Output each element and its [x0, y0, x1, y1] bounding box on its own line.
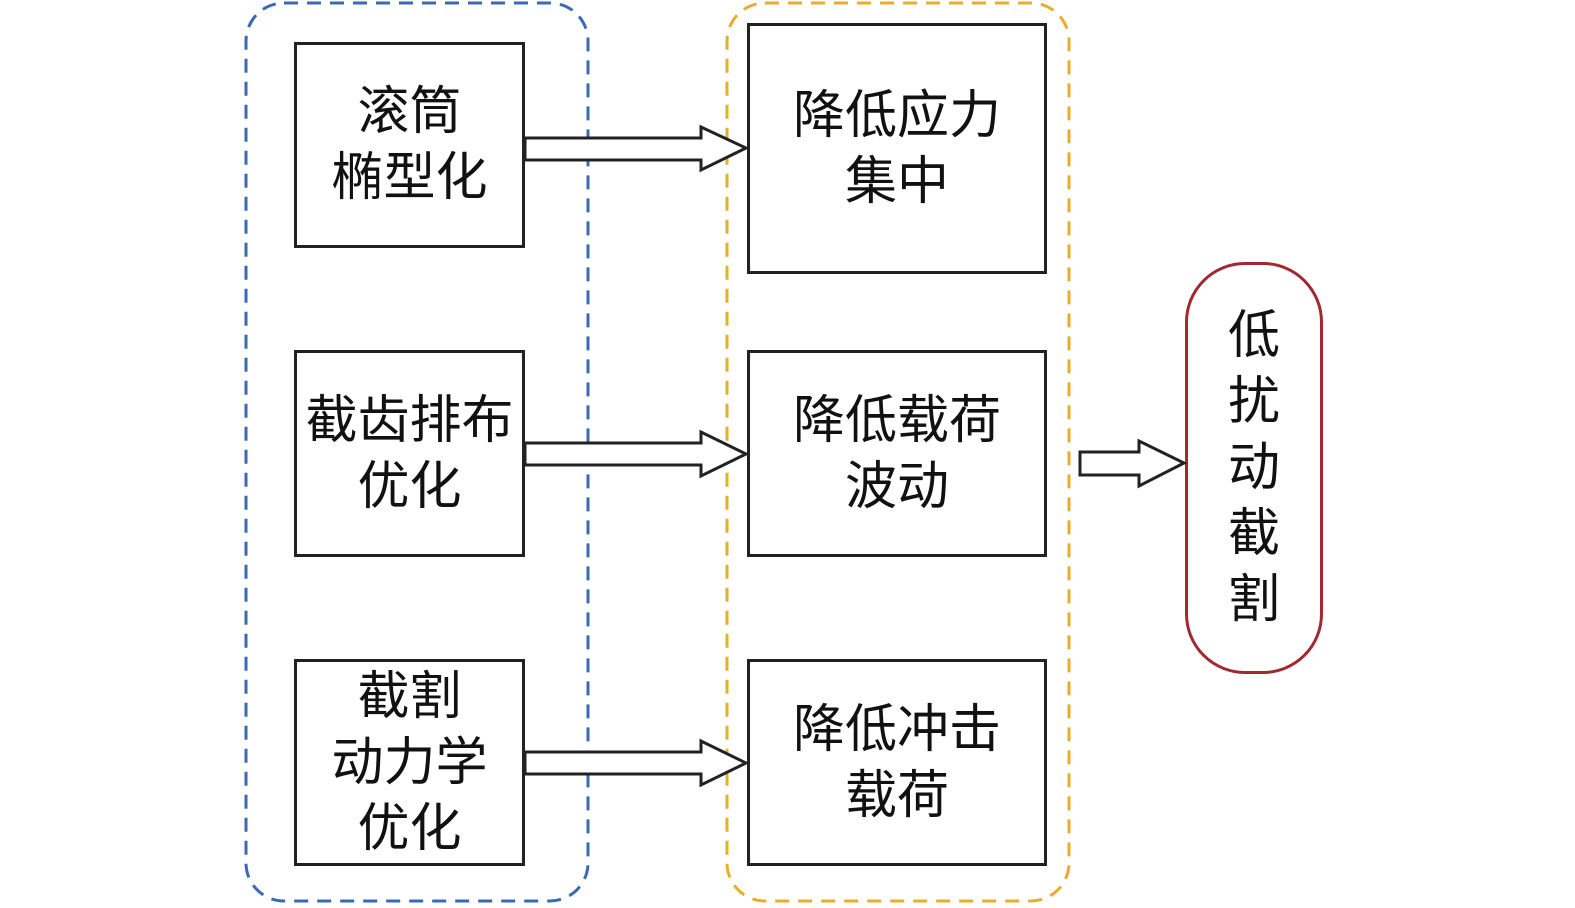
method-box-pick-layout: 截齿排布 优化 [294, 350, 525, 557]
effect-box-stress-concentration: 降低应力 集中 [747, 23, 1047, 274]
method-label: 滚筒 椭型化 [331, 82, 488, 208]
effect-box-load-fluctuation: 降低载荷 波动 [747, 350, 1047, 557]
method-label: 截割 动力学 优化 [331, 666, 488, 859]
effect-box-impact-load: 降低冲击 载荷 [747, 659, 1047, 866]
effect-label: 降低应力 集中 [792, 85, 1001, 212]
effect-label: 降低载荷 波动 [792, 390, 1001, 517]
method-box-drum-ellipse: 滚筒 椭型化 [294, 42, 525, 248]
method-label: 截齿排布 优化 [305, 390, 514, 517]
goal-label: 低扰动截割 [1227, 306, 1280, 630]
method-box-cutting-dynamics: 截割 动力学 优化 [294, 659, 525, 866]
goal-box-low-disturbance-cutting: 低扰动截割 [1185, 262, 1323, 674]
effect-label: 降低冲击 载荷 [792, 699, 1001, 826]
